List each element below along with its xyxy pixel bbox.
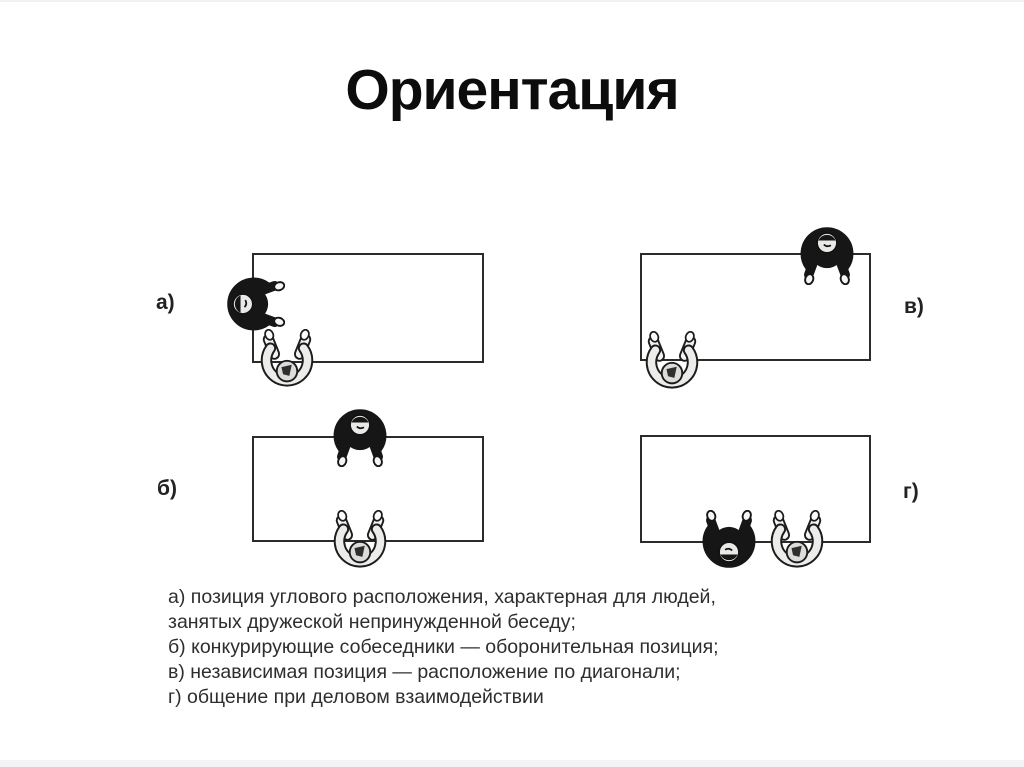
caption-line-1: а) позиция углового расположения, характ… — [168, 586, 716, 608]
table-rect-g — [640, 435, 871, 543]
table-rect-b — [252, 436, 484, 542]
caption-line-5: г) общение при деловом взаимодействии — [168, 686, 544, 708]
caption-line-2: занятых дружеской непринужденной беседу; — [168, 611, 576, 633]
caption-line-4: в) независимая позиция — расположение по… — [168, 661, 681, 683]
person-top-view-dark-icon — [330, 397, 390, 467]
slide-title: Ориентация — [345, 58, 679, 122]
slide-bottom-edge — [0, 760, 1024, 767]
table-rect-a — [252, 253, 484, 363]
person-top-view-dark-icon — [797, 215, 857, 285]
person-top-view-light-icon — [767, 510, 827, 580]
caption-line-3: б) конкурирующие собеседники — обороните… — [168, 636, 719, 658]
person-top-view-light-icon — [330, 510, 390, 580]
diagram-label-a: а) — [156, 291, 175, 314]
caption-block: а) позиция углового расположения, характ… — [168, 585, 719, 710]
diagram-label-v: в) — [904, 295, 924, 318]
slide-top-edge — [0, 0, 1024, 2]
person-top-view-dark-icon — [215, 274, 285, 334]
table-rect-v — [640, 253, 871, 361]
diagram-label-g: г) — [903, 480, 919, 503]
person-top-view-dark-icon — [699, 510, 759, 580]
person-top-view-light-icon — [257, 329, 317, 399]
person-top-view-light-icon — [642, 331, 702, 401]
diagram-label-b: б) — [157, 477, 177, 500]
